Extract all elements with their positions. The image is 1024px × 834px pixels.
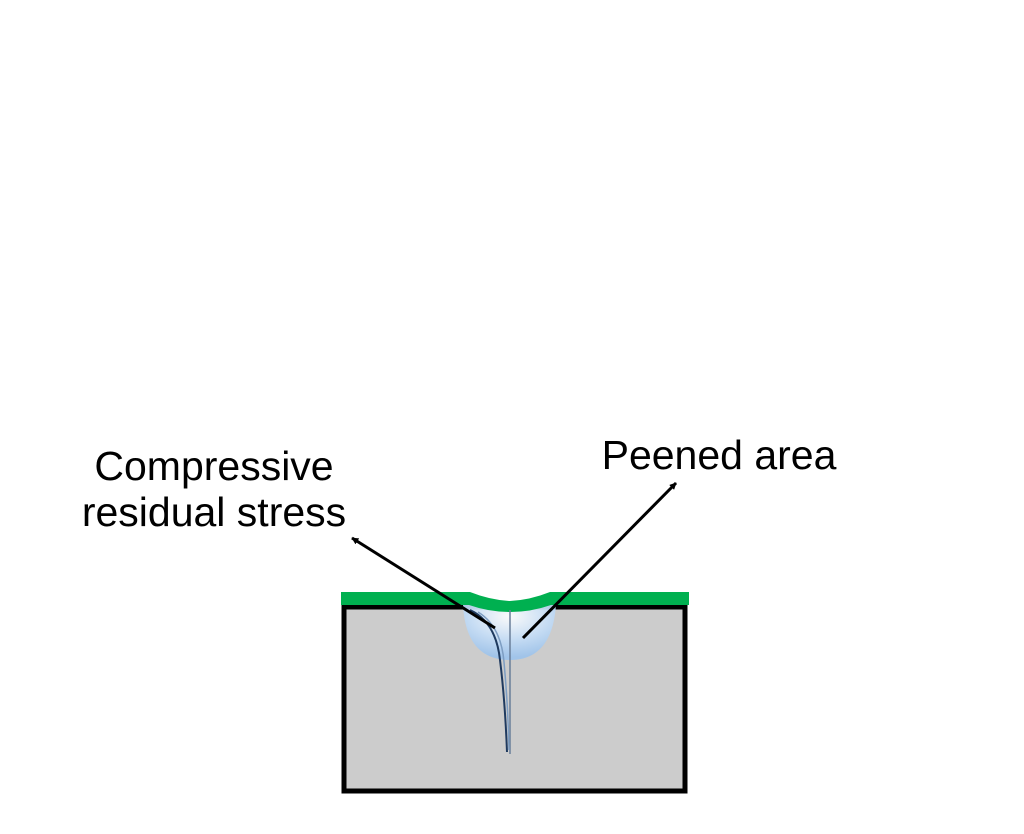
label-compressive-line1: Compressive — [94, 443, 333, 489]
arrow-compressive-stress — [351, 536, 496, 630]
label-compressive-line2: residual stress — [82, 489, 346, 535]
label-peened-area: Peened area — [602, 432, 837, 478]
arrow-peened-area — [521, 481, 678, 640]
surface-coating-layer — [341, 592, 689, 612]
